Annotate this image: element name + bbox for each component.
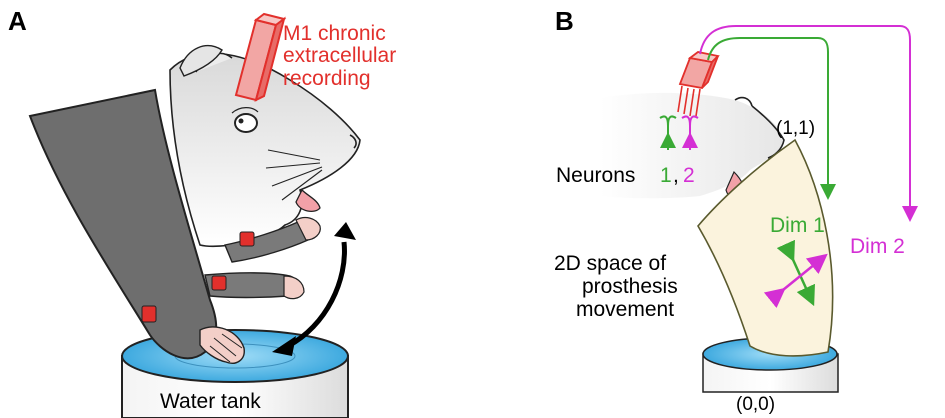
space-label-line-1: 2D space of xyxy=(554,252,666,275)
space-label-line-2: prosthesis xyxy=(582,275,678,298)
panel-a: A Water tank xyxy=(8,6,396,418)
panel-b-letter: B xyxy=(555,6,574,36)
experimenter-arm xyxy=(28,88,245,364)
neuron-1-icon xyxy=(659,115,677,136)
corner-bottom-label: (0,0) xyxy=(736,394,775,415)
neuron-comma: , xyxy=(673,164,679,187)
reach-double-arrow xyxy=(272,222,356,356)
neurons-label: Neurons xyxy=(556,164,635,187)
rat-a xyxy=(169,45,361,300)
dim2-axis xyxy=(763,253,828,309)
electrode-label-line-1: M1 chronic xyxy=(283,22,386,45)
dim2-label: Dim 2 xyxy=(850,235,905,258)
panel-a-letter: A xyxy=(8,6,27,36)
electrode-label-line-2: extracellular xyxy=(283,44,396,67)
corner-top-label: (1,1) xyxy=(776,118,815,139)
space-label-line-3: movement xyxy=(576,298,674,321)
neuron-2-label: 2 xyxy=(683,164,695,187)
dim1-label: Dim 1 xyxy=(770,214,825,237)
neuron-2-icon xyxy=(681,115,699,136)
panel-b: B Neurons 1 , xyxy=(554,6,918,415)
neuron-1-label: 1 xyxy=(660,164,672,187)
m1-electrode xyxy=(234,12,287,102)
water-tank-label: Water tank xyxy=(160,390,261,413)
dim2-route-line xyxy=(699,25,918,222)
dim1-route-line xyxy=(707,37,836,200)
m1-electrode-b xyxy=(677,51,720,117)
electrode-label-line-3: recording xyxy=(283,67,371,90)
